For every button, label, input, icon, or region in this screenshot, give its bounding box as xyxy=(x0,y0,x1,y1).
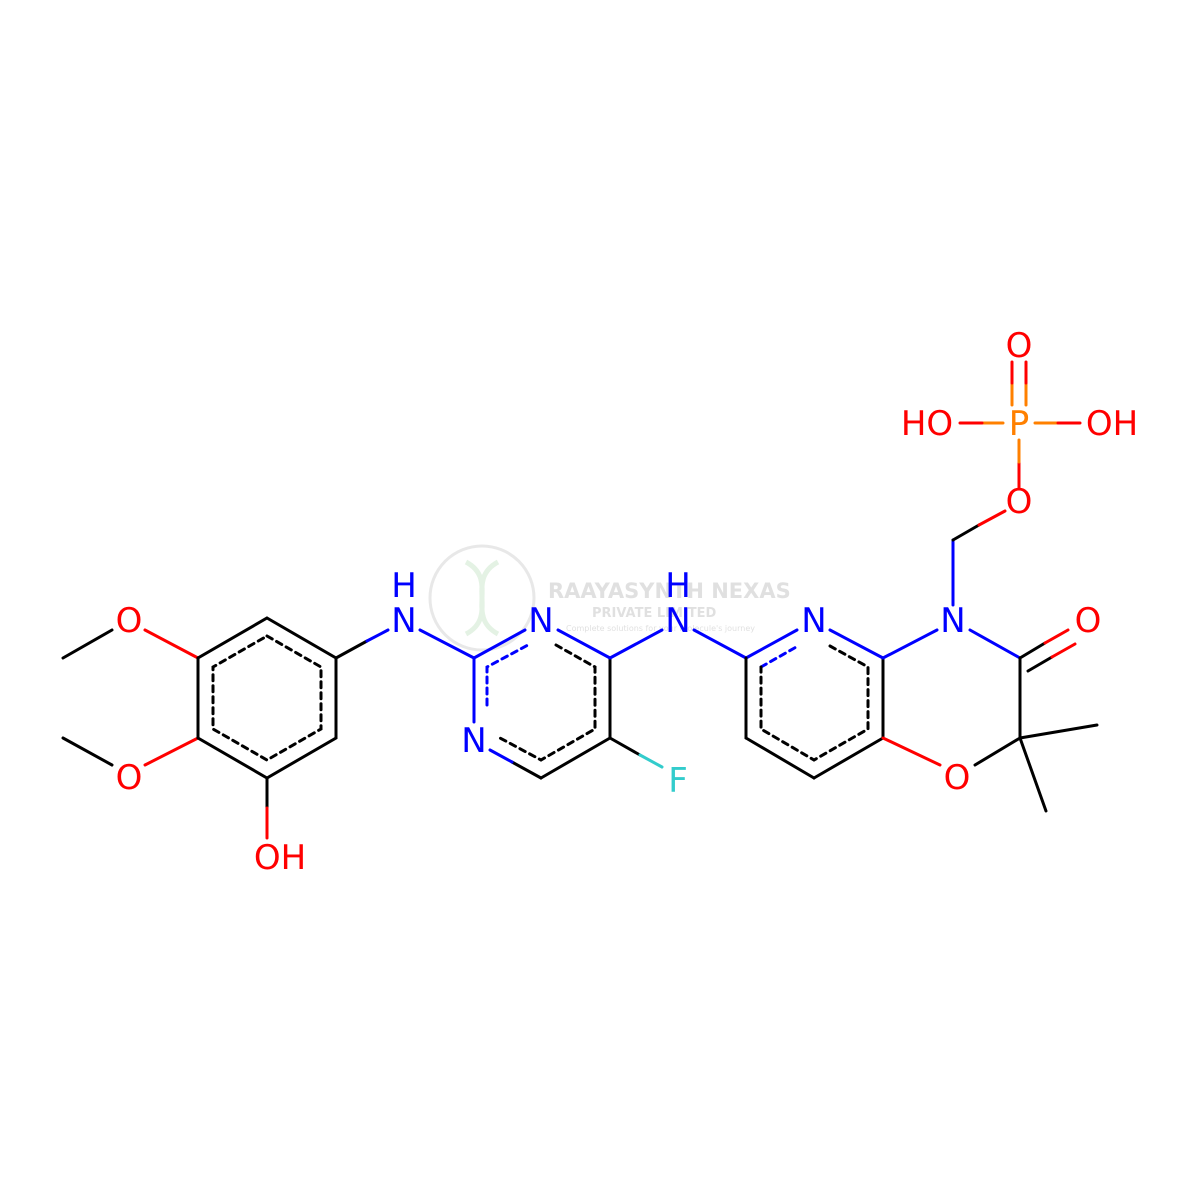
bond xyxy=(951,523,981,542)
phenyl-ring xyxy=(196,616,338,780)
bond xyxy=(472,628,527,660)
watermark-name: RAAYASYNTH NEXAS xyxy=(548,579,791,603)
atom-o-ether: O xyxy=(1006,482,1033,522)
bond xyxy=(744,736,816,780)
bond xyxy=(1026,655,1054,673)
atom-nh-left-h: H xyxy=(391,566,417,606)
bond xyxy=(334,639,369,660)
atom-oh-phenol: OH xyxy=(254,838,306,878)
bond xyxy=(556,628,612,660)
bond xyxy=(488,748,514,764)
watermark-tagline: Complete solutions for your molecule's j… xyxy=(566,624,755,633)
atom-n-pyrimidine-top: N xyxy=(528,601,553,641)
aromatic-circle xyxy=(211,634,323,762)
atom-o-methoxy-mid: O xyxy=(116,758,143,798)
atom-f: F xyxy=(668,761,688,801)
dna-strand xyxy=(464,559,500,637)
bond xyxy=(973,736,1022,767)
bond xyxy=(418,628,476,660)
bond xyxy=(692,628,748,660)
bonds xyxy=(61,360,1099,840)
bond xyxy=(608,628,664,660)
aromatic-circle xyxy=(759,644,870,762)
bond xyxy=(143,736,200,767)
bond xyxy=(977,509,1007,527)
bond xyxy=(510,760,543,780)
bond xyxy=(638,753,664,769)
atom-o-methoxy-top: O xyxy=(116,601,143,641)
atom-o-phosphoryl: O xyxy=(1006,326,1033,366)
atom-nh-left-n: N xyxy=(391,601,416,641)
atom-p: P xyxy=(1009,404,1030,444)
bond xyxy=(1043,628,1070,645)
atom-oh-right: OH xyxy=(1086,404,1138,444)
atom-o-ring: O xyxy=(944,758,971,798)
aromatic-circle xyxy=(498,643,597,762)
bond xyxy=(1018,641,1047,660)
aromatic-circle xyxy=(759,644,800,669)
atom-o-ketone: O xyxy=(1075,601,1102,641)
atom-labels: O O OH H N N N H N F N N O O O P O HO OH xyxy=(116,326,1139,878)
bond xyxy=(61,628,114,660)
bond xyxy=(881,628,939,660)
dna-helix-icon xyxy=(428,544,536,652)
atom-n-oxazine: N xyxy=(940,601,965,641)
atom-n-pyridine: N xyxy=(801,601,826,641)
bond xyxy=(744,628,799,660)
bond xyxy=(1050,642,1077,659)
atom-nh-right-h: H xyxy=(665,566,691,606)
aromatic-circle xyxy=(485,643,530,707)
atom-n-pyrimidine-bottom: N xyxy=(461,721,486,761)
watermark: RAAYASYNTH NEXAS PRIVATE LIMITED Complet… xyxy=(428,544,791,652)
bond xyxy=(881,736,942,767)
bond xyxy=(828,628,885,660)
bond xyxy=(1018,723,1099,740)
bond xyxy=(968,628,1022,660)
bond xyxy=(539,736,612,780)
bond xyxy=(61,736,114,767)
bond xyxy=(143,628,200,660)
bond xyxy=(365,628,390,643)
bond xyxy=(812,736,885,780)
atom-ho-left: HO xyxy=(901,404,953,444)
atom-nh-right-n: N xyxy=(665,601,690,641)
bond xyxy=(1018,736,1048,813)
bond xyxy=(608,736,642,757)
watermark-sub: PRIVATE LIMITED xyxy=(592,606,717,621)
